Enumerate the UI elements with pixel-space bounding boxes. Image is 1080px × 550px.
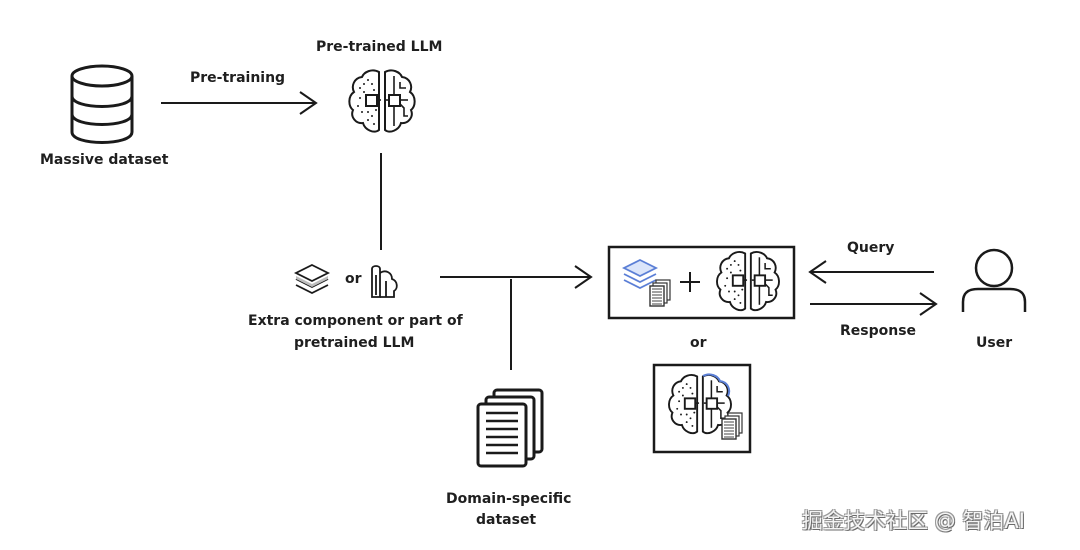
or-text: or xyxy=(345,271,362,287)
domain-dataset-label-line2: dataset xyxy=(476,512,537,528)
combined-model-box xyxy=(607,245,796,320)
documents-icon xyxy=(476,388,544,468)
pretrained-llm-label: Pre-trained LLM xyxy=(316,39,443,55)
extra-component-label-line2: pretrained LLM xyxy=(294,335,415,351)
database-icon xyxy=(70,64,134,144)
user-label: User xyxy=(976,335,1013,351)
response-edge-label: Response xyxy=(840,323,917,339)
domain-dataset-label-line1: Domain-specific xyxy=(446,491,572,507)
user-icon xyxy=(961,248,1027,312)
response-arrow xyxy=(810,292,938,316)
documents-small-icon xyxy=(721,412,743,440)
pretraining-arrow xyxy=(161,91,318,115)
massive-dataset-label: Massive dataset xyxy=(40,152,169,168)
pretraining-edge-label: Pre-training xyxy=(190,70,286,86)
alternative-model-box xyxy=(652,363,752,454)
component-to-model-arrow xyxy=(440,265,593,289)
brain-chip-icon xyxy=(348,69,416,133)
brain-half-icon xyxy=(371,265,398,298)
extra-component-label-line1: Extra component or part of xyxy=(248,313,463,329)
plus-icon xyxy=(680,272,700,292)
watermark: 掘金技术社区 @ 智泊AI xyxy=(802,509,1025,533)
or-text: or xyxy=(690,335,707,351)
layers-icon xyxy=(295,264,329,294)
query-arrow xyxy=(808,260,934,284)
documents-small-icon xyxy=(649,279,671,307)
query-edge-label: Query xyxy=(847,240,895,256)
